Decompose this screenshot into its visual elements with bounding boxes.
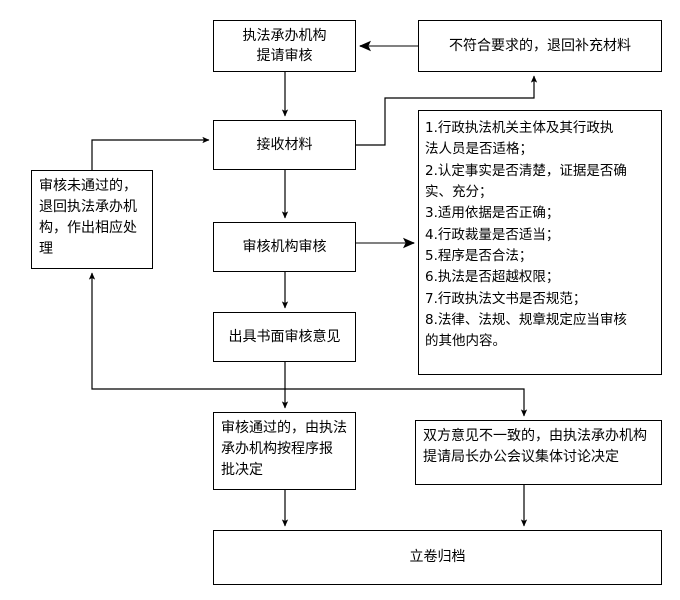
node-return-supplement-label: 不符合要求的，退回补充材料	[449, 37, 631, 54]
node-approved-decision[interactable]: 审核通过的，由执法 承办机构按程序报 批决定	[213, 412, 356, 490]
node-return-supplement[interactable]: 不符合要求的，退回补充材料	[418, 20, 662, 72]
node-approved-decision-label: 审核通过的，由执法 承办机构按程序报 批决定	[221, 420, 347, 478]
node-review-body-review-label: 审核机构审核	[242, 238, 327, 255]
node-review-not-passed-label: 审核未通过的， 退回执法承办机 构，作出相应处 理	[39, 178, 137, 257]
node-review-body-review[interactable]: 审核机构审核	[213, 222, 356, 272]
node-written-opinion-label: 出具书面审核意见	[228, 328, 341, 345]
node-review-checklist[interactable]: 1.行政执法机关主体及其行政执 法人员是否适格； 2.认定事实是否清楚，证据是否…	[418, 110, 662, 375]
edge-review-not-passed-to-receive-materials	[91, 136, 210, 170]
edge-written-opinion-to-review-not-passed	[88, 272, 285, 390]
node-receive-materials-label: 接收材料	[256, 136, 313, 153]
node-submit-review[interactable]: 执法承办机构 提请审核	[213, 20, 356, 72]
node-disagreement-meeting-label: 双方意见不一致的，由执法承办机构 提请局长办公会议集体讨论决定	[423, 428, 647, 465]
node-disagreement-meeting[interactable]: 双方意见不一致的，由执法承办机构 提请局长办公会议集体讨论决定	[415, 420, 662, 485]
node-written-opinion[interactable]: 出具书面审核意见	[213, 312, 356, 362]
node-review-checklist-label: 1.行政执法机关主体及其行政执 法人员是否适格； 2.认定事实是否清楚，证据是否…	[425, 120, 627, 350]
edge-written-opinion-to-disagreement-meeting	[285, 388, 528, 417]
node-submit-review-label: 执法承办机构 提请审核	[242, 27, 327, 64]
edge-receive-materials-to-return-supplement	[356, 75, 538, 146]
node-archive-label: 立卷归档	[409, 549, 466, 566]
node-receive-materials[interactable]: 接收材料	[213, 120, 356, 170]
node-archive[interactable]: 立卷归档	[213, 530, 662, 585]
node-review-not-passed[interactable]: 审核未通过的， 退回执法承办机 构，作出相应处 理	[31, 170, 153, 269]
